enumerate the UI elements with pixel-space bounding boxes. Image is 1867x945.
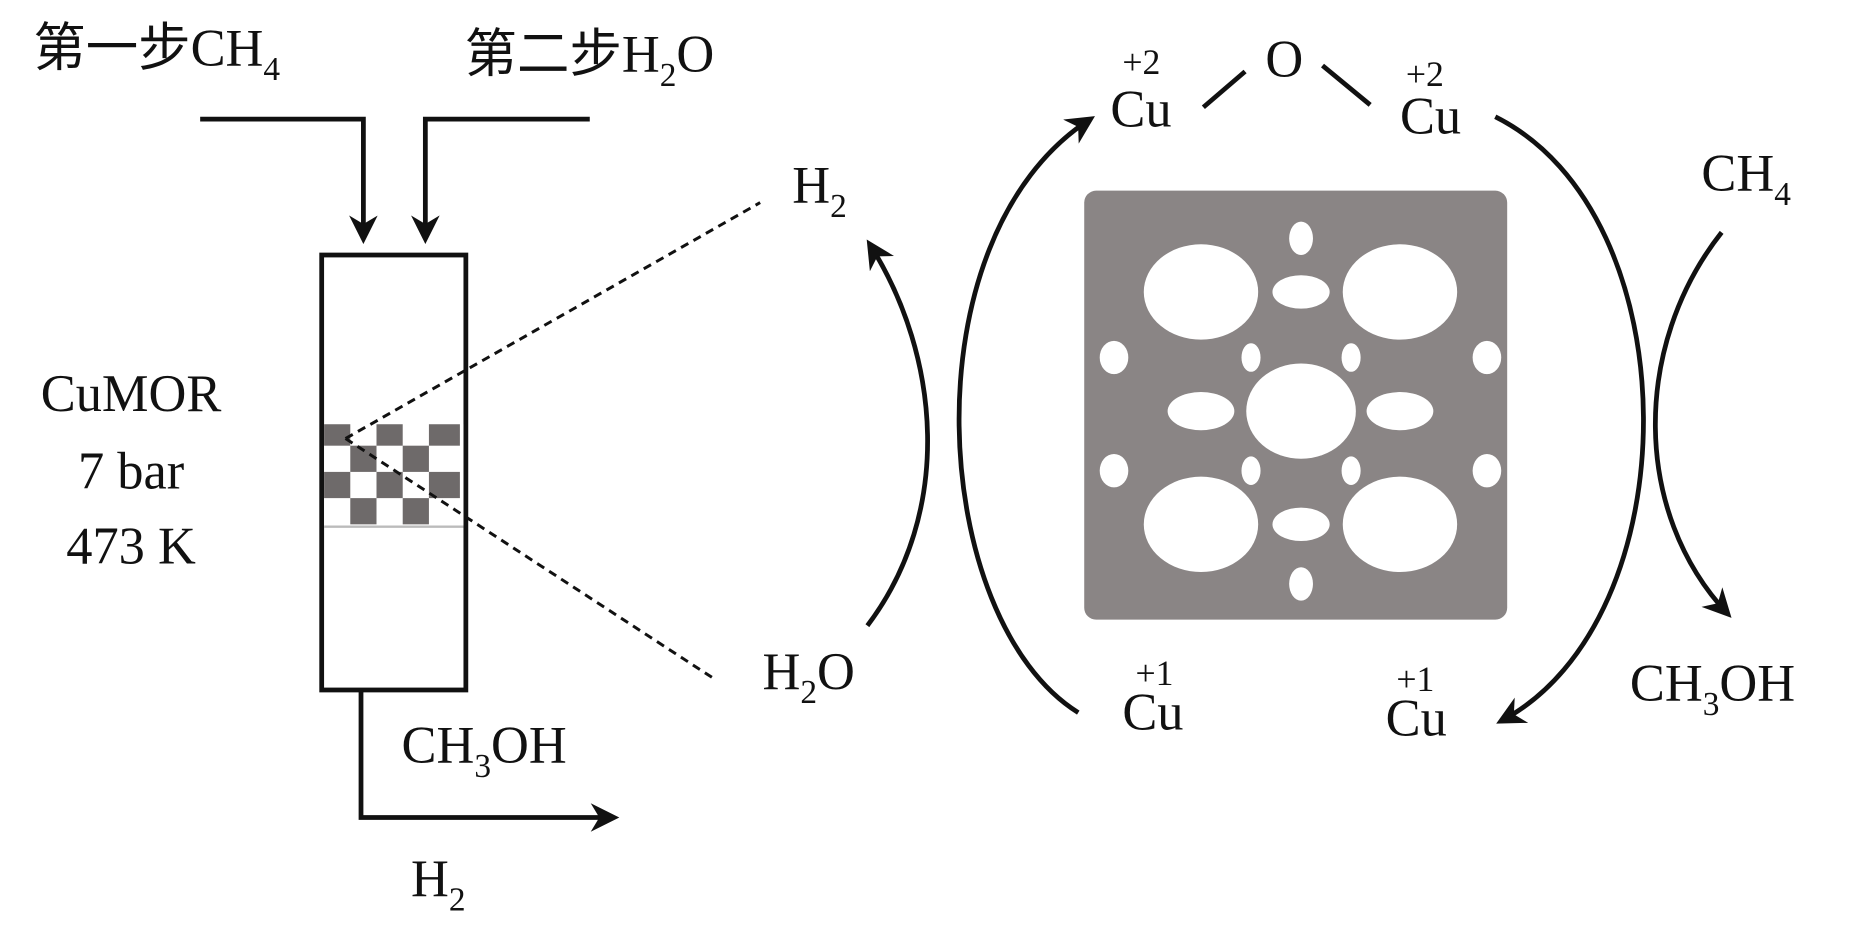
cu-bottom-left: +1 Cu (1122, 653, 1183, 741)
zoom-line-bottom (344, 437, 716, 681)
svg-text:Cu: Cu (1110, 80, 1171, 138)
cycle-h2o-label: H2O (763, 643, 855, 711)
cu-o-bond-right (1320, 63, 1372, 107)
cycle-h2-label: H2 (792, 157, 847, 225)
outlet-methanol-label: CH3OH (402, 717, 567, 785)
zoom-line-top (344, 201, 761, 440)
cu-bottom-right: +1 Cu (1386, 659, 1447, 747)
step2-label: 第二步H2O (465, 25, 715, 93)
svg-text:+1: +1 (1135, 653, 1173, 693)
svg-text:+1: +1 (1396, 659, 1434, 699)
cu-top-right: +2 Cu (1400, 54, 1461, 146)
cycle-ch3oh-label: CH3OH (1630, 655, 1795, 723)
cu-top-left: +2 Cu (1110, 42, 1171, 138)
step1-label: 第一步CH4 (33, 20, 280, 88)
svg-text:Cu: Cu (1400, 87, 1461, 145)
mordenite-framework-image (1084, 190, 1508, 620)
cu-o-bond-left (1201, 69, 1247, 110)
ch4-to-ch3oh-arrow (1652, 230, 1732, 618)
bridging-oxygen-label: O (1265, 30, 1303, 88)
inlet-ch4-line (200, 116, 378, 245)
outlet-line (358, 689, 620, 832)
svg-text:Cu: Cu (1122, 683, 1183, 741)
catalyst-label: CuMOR (41, 365, 222, 423)
svg-text:Cu: Cu (1386, 689, 1447, 747)
outlet-h2-label: H2 (411, 850, 466, 918)
reduction-arrow (1494, 114, 1646, 724)
temperature-label: 473 K (66, 518, 196, 576)
pressure-label: 7 bar (78, 443, 184, 501)
h2o-to-h2-arrow (865, 239, 930, 628)
reoxidation-arrow (956, 116, 1095, 715)
svg-text:+2: +2 (1122, 42, 1160, 82)
svg-text:+2: +2 (1406, 54, 1444, 94)
cycle-ch4-label: CH4 (1701, 145, 1791, 213)
inlet-h2o-line (411, 116, 590, 245)
